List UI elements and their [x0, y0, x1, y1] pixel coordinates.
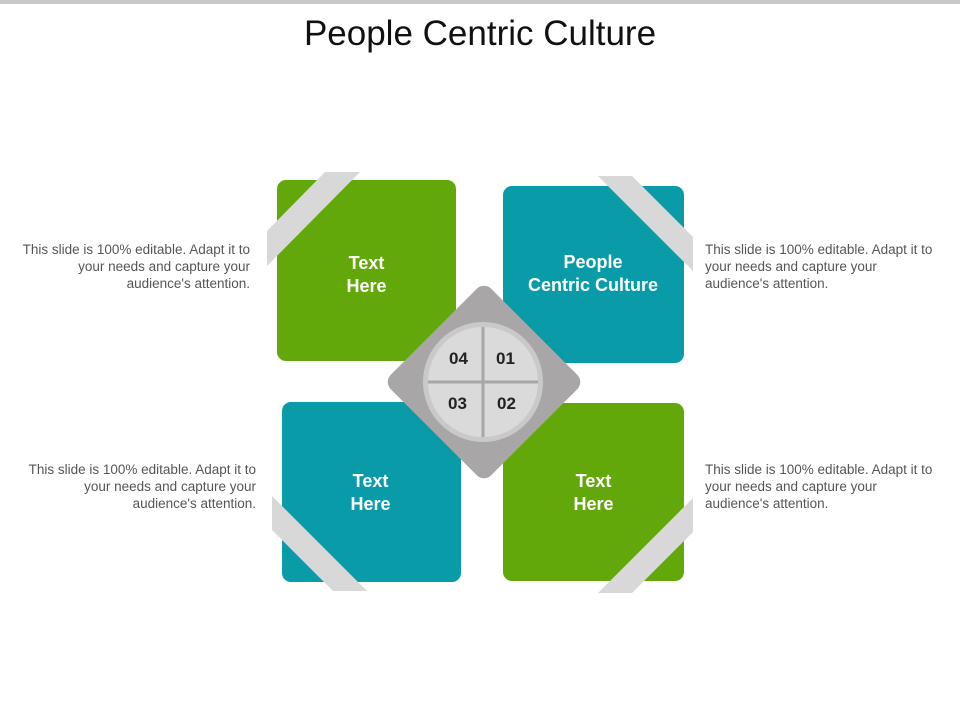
quadrant-04-description: This slide is 100% editable. Adapt it to…: [22, 242, 250, 291]
center-number-03: 03: [448, 394, 467, 413]
quadrant-03-description: This slide is 100% editable. Adapt it to…: [28, 462, 256, 511]
top-border: [0, 0, 960, 4]
center-number-01: 01: [496, 349, 515, 368]
center-number-04: 04: [449, 349, 468, 368]
slide-title: People Centric Culture: [303, 14, 657, 53]
center-number-02: 02: [497, 394, 516, 413]
quadrant-01-description: This slide is 100% editable. Adapt it to…: [705, 242, 933, 291]
quadrant-02-description: This slide is 100% editable. Adapt it to…: [705, 462, 933, 511]
